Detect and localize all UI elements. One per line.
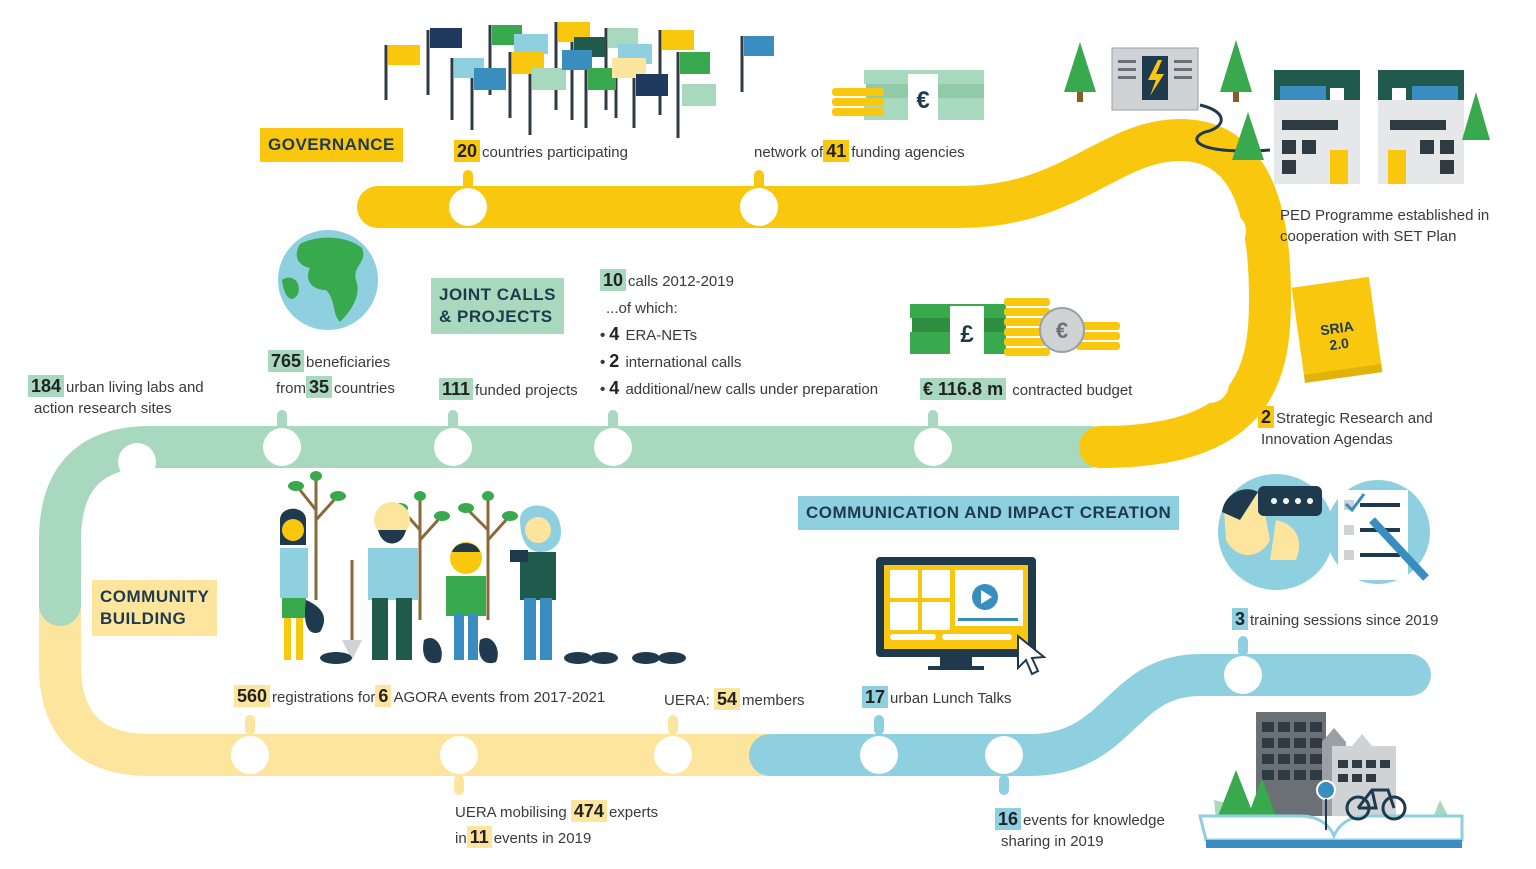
stat-text: countries bbox=[334, 380, 395, 397]
stat-number: 765 bbox=[268, 350, 305, 372]
stat-text: network of bbox=[754, 144, 824, 161]
stat-number: 10 bbox=[600, 269, 627, 291]
stat-text: urban Lunch Talks bbox=[890, 690, 1012, 707]
stat-text: AGORA events from 2017-2021 bbox=[393, 689, 606, 706]
section-title: GOVERNANCE bbox=[268, 135, 395, 154]
section-title-line: JOINT CALLS bbox=[439, 285, 556, 304]
stat-text: Strategic Research and bbox=[1276, 410, 1433, 427]
stat-text: cooperation with SET Plan bbox=[1280, 228, 1457, 245]
stat-text: members bbox=[742, 692, 805, 709]
stat-number: 16 bbox=[995, 808, 1022, 830]
consulting-icon bbox=[1218, 474, 1430, 590]
stat-text: experts bbox=[608, 804, 659, 821]
section-governance: GOVERNANCE bbox=[260, 128, 403, 162]
stat-text: contracted budget bbox=[1012, 382, 1133, 399]
stat-text: international calls bbox=[625, 354, 742, 371]
stat-budget: € 116.8 m contracted budget bbox=[920, 378, 1132, 401]
stat-number: 560 bbox=[234, 685, 271, 707]
stat-number: 17 bbox=[862, 686, 889, 708]
flags-icon bbox=[384, 22, 774, 138]
stat-number: 35 bbox=[306, 376, 333, 398]
stat-number: 111 bbox=[439, 378, 474, 400]
stat-text: training sessions since 2019 bbox=[1250, 612, 1439, 629]
milestone-markers bbox=[108, 170, 1262, 795]
stat-text: beneficiaries bbox=[306, 354, 391, 371]
stat-text: events for knowledge bbox=[1023, 812, 1165, 829]
city-icon bbox=[1198, 712, 1464, 848]
cash-coins-icon: £ € bbox=[910, 298, 1120, 356]
money-stack-icon: € bbox=[832, 70, 984, 120]
houses-icon bbox=[1274, 70, 1490, 184]
stat-text: urban living labs and bbox=[66, 379, 204, 396]
stat-number: 4 bbox=[609, 378, 620, 398]
svg-text:£: £ bbox=[960, 321, 974, 348]
stat-text: funding agencies bbox=[851, 144, 965, 161]
sria-book-icon bbox=[1291, 276, 1383, 383]
call-item: •4 additional/new calls under preparatio… bbox=[600, 378, 879, 398]
globe-icon bbox=[278, 230, 378, 330]
stat-text: events in 2019 bbox=[493, 830, 592, 847]
stat-number: 6 bbox=[375, 685, 392, 707]
section-community-building: COMMUNITY BUILDING bbox=[92, 580, 218, 636]
stat-text: from bbox=[276, 380, 306, 397]
stat-text: in bbox=[455, 830, 467, 847]
call-item: •4 ERA-NETs bbox=[600, 324, 698, 344]
stat-text: action research sites bbox=[34, 400, 172, 417]
section-title-line: COMMUNITY bbox=[100, 587, 210, 606]
stat-text: Innovation Agendas bbox=[1261, 431, 1393, 448]
stat-text: countries participating bbox=[482, 144, 628, 161]
stat-text: sharing in 2019 bbox=[1001, 833, 1104, 850]
svg-text:€: € bbox=[1056, 318, 1068, 343]
stat-text: UERA: bbox=[664, 692, 710, 709]
stat-number: 11 bbox=[466, 826, 492, 848]
section-title-line: & PROJECTS bbox=[439, 307, 553, 326]
stat-number: 4 bbox=[609, 324, 620, 344]
section-title-line: BUILDING bbox=[100, 609, 187, 628]
stat-text: registrations for bbox=[272, 689, 376, 706]
video-screen-icon bbox=[876, 557, 1047, 676]
stat-number: 184 bbox=[28, 375, 65, 397]
stat-number: 20 bbox=[454, 140, 481, 162]
stat-ped-programme: PED Programme established in cooperation… bbox=[1280, 205, 1489, 247]
stat-text: UERA mobilising bbox=[455, 804, 567, 821]
stat-number: 2 bbox=[609, 351, 620, 371]
section-title: COMMUNICATION AND IMPACT CREATION bbox=[806, 503, 1172, 522]
stat-number: 474 bbox=[570, 800, 607, 822]
stat-text: funded projects bbox=[475, 382, 578, 399]
section-communication: COMMUNICATION AND IMPACT CREATION bbox=[798, 496, 1180, 530]
roadmap-path bbox=[39, 118, 1431, 776]
stat-text: PED Programme established in bbox=[1280, 207, 1490, 224]
stat-text: ERA-NETs bbox=[625, 327, 698, 344]
power-plant-icon bbox=[1064, 40, 1271, 160]
stat-number: 54 bbox=[714, 688, 741, 710]
stat-number: 3 bbox=[1232, 608, 1249, 630]
call-item: •2 international calls bbox=[600, 351, 742, 371]
stat-number: € 116.8 m bbox=[920, 378, 1007, 400]
stat-text: calls 2012-2019 bbox=[628, 273, 734, 290]
stat-number: 41 bbox=[823, 140, 850, 162]
stat-number: 2 bbox=[1258, 406, 1275, 428]
section-joint-calls: JOINT CALLS & PROJECTS bbox=[431, 278, 564, 334]
people-planting-icon bbox=[280, 471, 686, 664]
stat-text: additional/new calls under preparation bbox=[625, 381, 879, 398]
svg-text:€: € bbox=[916, 87, 929, 114]
stat-text: ...of which: bbox=[606, 300, 678, 317]
